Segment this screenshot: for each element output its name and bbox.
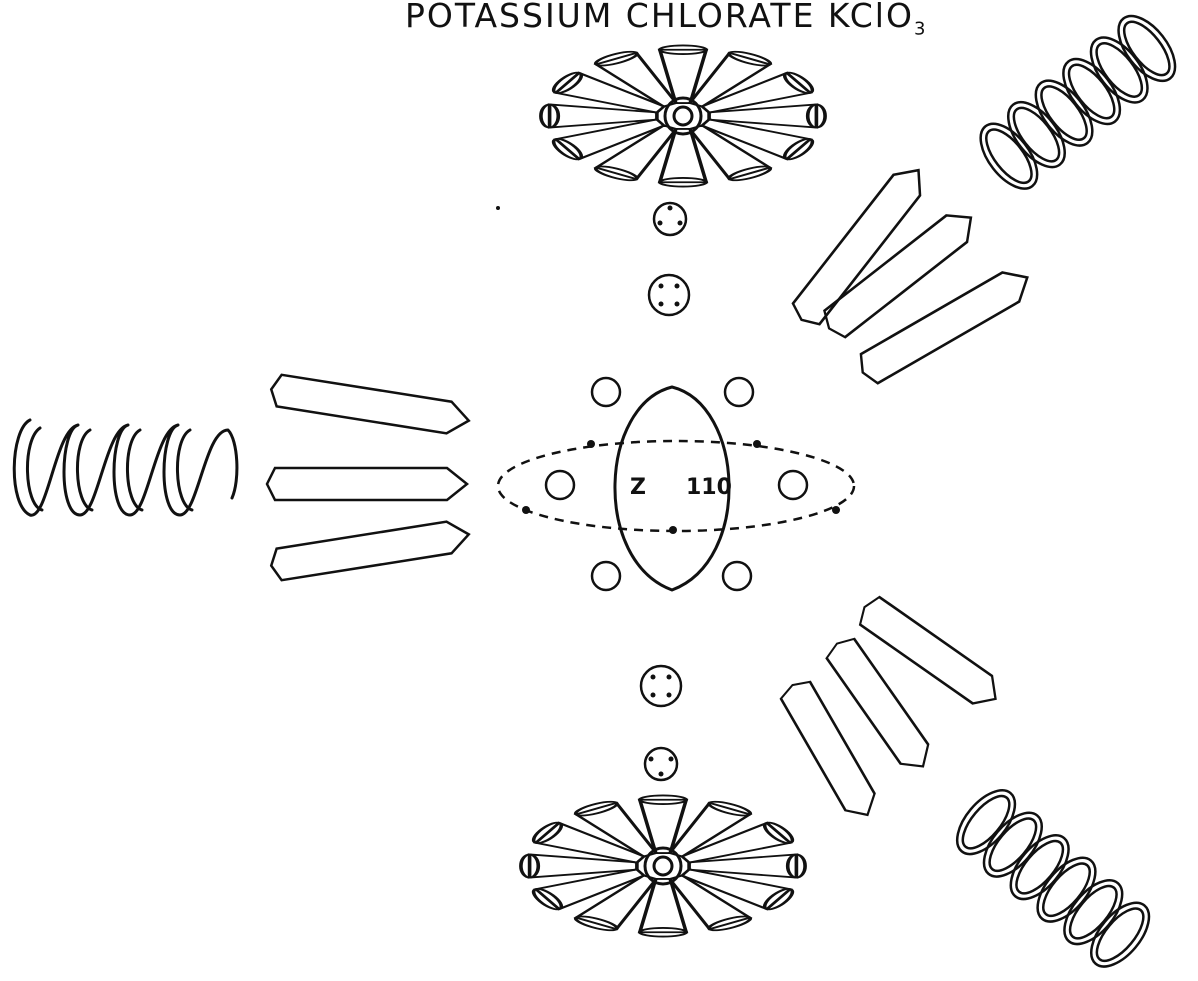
proton-circle <box>592 562 620 590</box>
left-coil <box>14 420 237 515</box>
lower-right-coil <box>946 780 1160 976</box>
large-sphere <box>641 666 681 706</box>
orbit-electron <box>669 526 677 534</box>
top-flower <box>541 45 825 186</box>
upper-spheres <box>649 203 689 315</box>
orbit-electron <box>587 440 595 448</box>
bottom-flower <box>521 795 805 936</box>
orbit-electron <box>522 506 530 514</box>
z-label: Z <box>630 475 646 500</box>
nucleus: Z 110 <box>498 378 854 590</box>
orbit-ring <box>498 441 854 531</box>
orbit-electron <box>753 440 761 448</box>
upper-right-pencils <box>788 160 1035 387</box>
orbit-electron <box>832 506 840 514</box>
proton-circle <box>725 378 753 406</box>
lower-spheres <box>641 666 681 780</box>
left-pencils <box>267 374 471 582</box>
large-sphere <box>649 275 689 315</box>
ink-speck <box>496 206 500 210</box>
proton-circle <box>723 562 751 590</box>
upper-right-coil <box>970 6 1186 198</box>
proton-circle <box>546 471 574 499</box>
atomic-number-label: 110 <box>686 475 732 500</box>
lower-right-pencils <box>778 593 1005 823</box>
proton-circle <box>779 471 807 499</box>
proton-circle <box>592 378 620 406</box>
